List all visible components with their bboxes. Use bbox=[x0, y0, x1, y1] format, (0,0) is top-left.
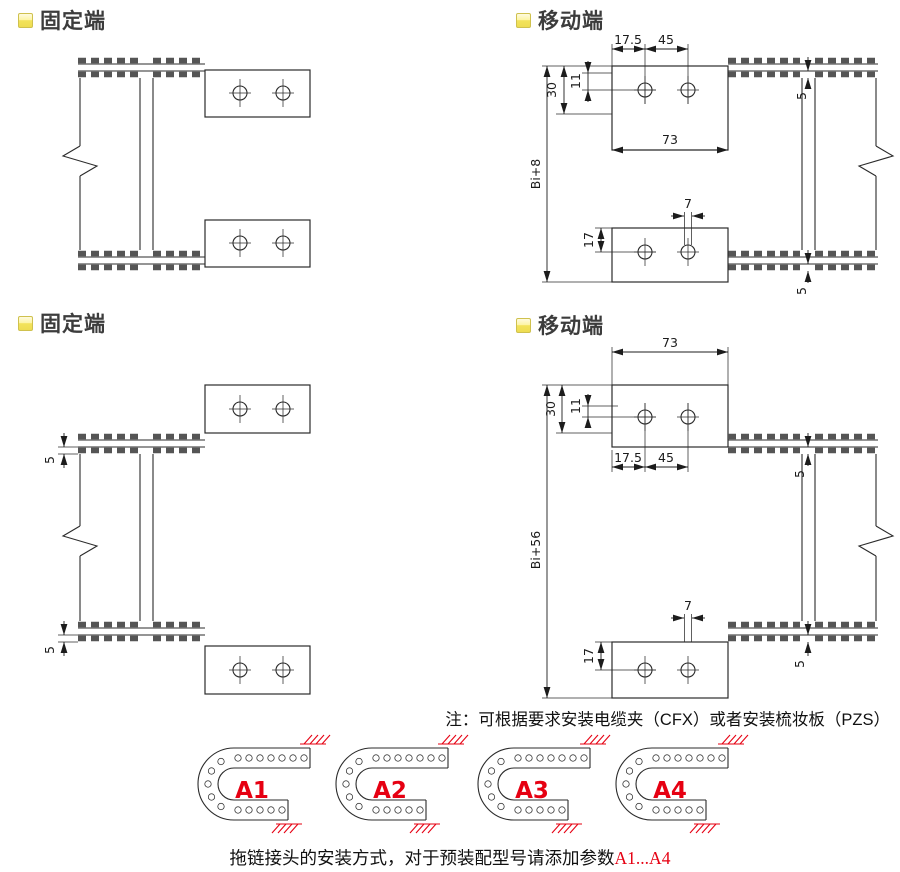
yellow-bullet-icon bbox=[18, 315, 33, 331]
mount-plate bbox=[204, 69, 311, 118]
yellow-bullet-icon bbox=[516, 317, 531, 333]
section-header-fixed-2: 固定端 bbox=[18, 308, 106, 338]
dim-label: 17 bbox=[581, 648, 596, 664]
chain-variants: A1 A2 A3 A4 bbox=[197, 734, 749, 834]
chain-variant-label: A4 bbox=[653, 778, 687, 804]
note-text: 注：可根据要求安装电缆夹（CFX）或者安装梳妆板（PZS） bbox=[445, 711, 890, 729]
section-header-moving-1: 移动端 bbox=[516, 5, 604, 35]
dim-label: 7 bbox=[684, 196, 692, 211]
dim-label: 45 bbox=[658, 450, 674, 465]
mount-plate bbox=[204, 219, 311, 268]
dim-label: 30 bbox=[543, 401, 558, 417]
drawing-moving-end-2: 73 30 11 bbox=[528, 335, 894, 699]
caption-highlight: A1...A4 bbox=[614, 848, 671, 868]
section-header-moving-2: 移动端 bbox=[516, 310, 604, 340]
break-symbol bbox=[858, 525, 894, 557]
dim-label: 73 bbox=[662, 132, 678, 147]
section-header-fixed-1: 固定端 bbox=[18, 5, 106, 35]
bottom-caption: 拖链接头的安装方式，对于预装配型号请添加参数A1...A4 bbox=[0, 845, 900, 870]
dim-label: 5 bbox=[42, 646, 57, 654]
section-title-fixed-2: 固定端 bbox=[40, 313, 106, 336]
chain-variant-label: A2 bbox=[373, 778, 407, 804]
mount-plate bbox=[204, 384, 311, 434]
dim-label: 5 bbox=[794, 287, 809, 295]
drawing-fixed-end-1 bbox=[62, 57, 311, 271]
dim-label: 7 bbox=[684, 598, 692, 613]
dim-label: 5 bbox=[792, 470, 807, 478]
dim-label: 17.5 bbox=[614, 32, 642, 47]
dim-label: 17 bbox=[581, 232, 596, 248]
dim-label: 45 bbox=[658, 32, 674, 47]
mount-plate bbox=[611, 384, 729, 448]
drawing-moving-end-1: 17.5 45 30 11 73 Bi+8 7 bbox=[528, 32, 894, 295]
dim-label: 17.5 bbox=[614, 450, 642, 465]
dim-label: 73 bbox=[662, 335, 678, 350]
chain-variant-label: A1 bbox=[235, 778, 269, 804]
dim-label: 11 bbox=[568, 398, 583, 414]
caption-text: 拖链接头的安装方式，对于预装配型号请添加参数 bbox=[229, 848, 615, 868]
section-title-moving-1: 移动端 bbox=[538, 10, 604, 33]
chain-variant-label: A3 bbox=[515, 778, 549, 804]
mount-plate bbox=[204, 645, 311, 695]
drawing-fixed-end-2: 5 5 bbox=[42, 384, 311, 695]
break-symbol bbox=[62, 525, 98, 557]
dim-label: Bi+8 bbox=[528, 159, 543, 190]
dim-label: 5 bbox=[792, 660, 807, 668]
section-title-moving-2: 移动端 bbox=[538, 315, 604, 338]
dim-label: Bi+56 bbox=[528, 531, 543, 569]
break-symbol bbox=[858, 145, 894, 177]
dim-label: 11 bbox=[568, 73, 583, 89]
dim-label: 30 bbox=[544, 82, 559, 98]
section-title-fixed-1: 固定端 bbox=[40, 10, 106, 33]
mount-plate bbox=[611, 227, 729, 283]
dim-label: 5 bbox=[794, 92, 809, 100]
break-symbol bbox=[62, 145, 98, 177]
yellow-bullet-icon bbox=[18, 12, 33, 28]
dim-label: 5 bbox=[42, 456, 57, 464]
yellow-bullet-icon bbox=[516, 12, 531, 28]
